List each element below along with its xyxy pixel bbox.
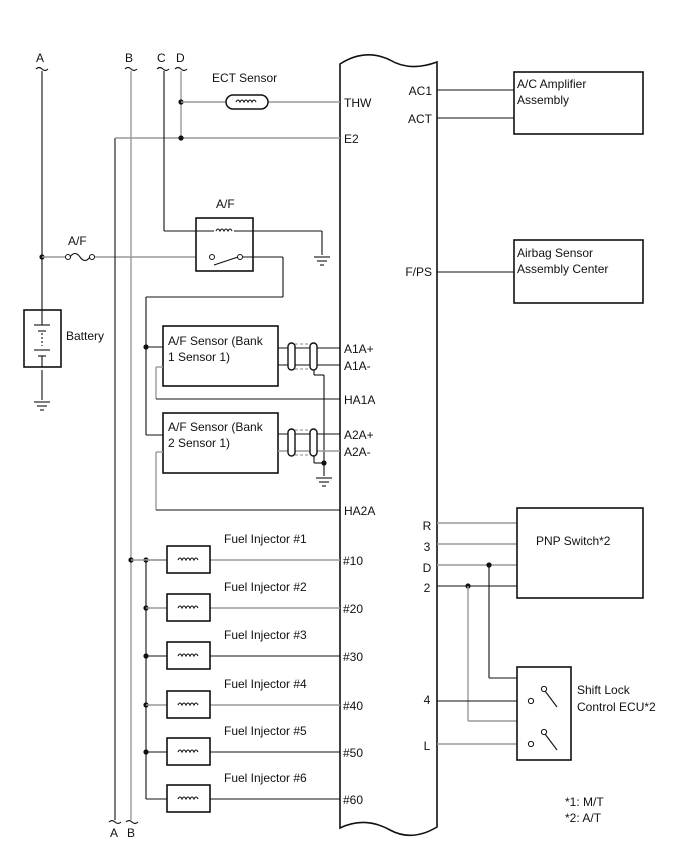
shield-bank2-icon xyxy=(287,428,318,457)
terminal-e2: E2 xyxy=(344,132,359,146)
ground-relay-icon xyxy=(314,256,330,266)
terminal-thw: THW xyxy=(344,96,372,110)
terminal-injector: #30 xyxy=(343,650,363,664)
bus-label-a-bottom: A xyxy=(110,826,118,840)
bus-label-b-top: B xyxy=(125,51,133,65)
terminal-d: D xyxy=(423,561,432,575)
ac-amplifier-box xyxy=(513,71,644,135)
injector-box xyxy=(166,784,211,813)
injector-box xyxy=(166,593,211,622)
injector-coil-icon xyxy=(177,653,199,658)
ecu-body xyxy=(339,54,438,837)
shield-bank1-icon xyxy=(287,342,318,371)
ground-battery-icon xyxy=(34,401,50,411)
af-sensor-bank1-box xyxy=(162,325,279,387)
af-sensor-bank1-label-2: 1 Sensor 1) xyxy=(168,350,230,364)
note-1: *1: M/T xyxy=(565,795,604,809)
ac-amplifier-label-1: A/C Amplifier xyxy=(517,77,586,91)
af-sensor-bank2-box xyxy=(162,412,279,474)
pnp-switch-label: PNP Switch*2 xyxy=(536,534,611,548)
terminal-a1a-minus: A1A- xyxy=(344,359,371,373)
shift-lock-switch-1-icon xyxy=(527,685,558,708)
injector-coil-icon xyxy=(177,605,199,610)
terminal-act: ACT xyxy=(408,112,433,126)
injector-row: Fuel Injector #1 #10 xyxy=(146,532,363,574)
injector-row: Fuel Injector #6 #60 xyxy=(146,771,363,813)
break-marks-bottom xyxy=(108,819,139,825)
terminal-a1a-plus: A1A+ xyxy=(344,342,374,356)
af-relay-box xyxy=(195,217,254,272)
bus-label-a-top: A xyxy=(36,51,44,65)
injector-row: Fuel Injector #2 #20 xyxy=(143,580,363,622)
airbag-sensor-box xyxy=(513,239,644,304)
ground-shield-icon xyxy=(316,477,332,487)
injector-box xyxy=(166,737,211,766)
injector-coil-icon xyxy=(177,796,199,801)
injector-row: Fuel Injector #3 #30 xyxy=(143,628,363,670)
battery-label: Battery xyxy=(66,329,104,343)
terminal-2: 2 xyxy=(424,581,431,595)
thermistor-coil-icon xyxy=(235,99,257,104)
injector-label: Fuel Injector #3 xyxy=(224,628,307,642)
af-sensor-bank2-label-2: 2 Sensor 1) xyxy=(168,436,230,450)
terminal-injector: #50 xyxy=(343,746,363,760)
af-relay-label: A/F xyxy=(216,197,235,211)
ect-sensor-label: ECT Sensor xyxy=(212,71,277,85)
bus-label-b-bottom: B xyxy=(127,826,135,840)
airbag-sensor-label-1: Airbag Sensor xyxy=(517,246,593,260)
injector-label: Fuel Injector #2 xyxy=(224,580,307,594)
relay-coil-icon xyxy=(215,228,233,233)
injector-coil-icon xyxy=(177,557,199,562)
injector-coil-icon xyxy=(177,702,199,707)
terminal-injector: #10 xyxy=(343,554,363,568)
terminal-ha2a: HA2A xyxy=(344,504,375,518)
terminal-4: 4 xyxy=(424,693,431,707)
break-marks-top xyxy=(35,66,188,72)
shift-lock-switch-2-icon xyxy=(527,728,558,751)
terminal-l: L xyxy=(424,739,431,753)
terminal-3: 3 xyxy=(424,540,431,554)
af-sensor-bank2-label-1: A/F Sensor (Bank xyxy=(168,420,264,434)
injector-box xyxy=(166,690,211,719)
terminal-fps: F/PS xyxy=(405,265,432,279)
fuse-icon xyxy=(65,252,95,262)
injector-label: Fuel Injector #1 xyxy=(224,532,307,546)
terminal-injector: #60 xyxy=(343,793,363,807)
airbag-sensor-label-2: Assembly Center xyxy=(517,262,608,276)
ac-amplifier-label-2: Assembly xyxy=(517,93,569,107)
fuse-label: A/F xyxy=(68,234,87,248)
injector-label: Fuel Injector #5 xyxy=(224,724,307,738)
injector-box xyxy=(166,545,211,574)
terminal-ha1a: HA1A xyxy=(344,393,375,407)
terminal-a2a-plus: A2A+ xyxy=(344,428,374,442)
injector-label: Fuel Injector #4 xyxy=(224,677,307,691)
injector-coil-icon xyxy=(177,749,199,754)
injector-row: Fuel Injector #4 #40 xyxy=(143,677,363,719)
ect-sensor-icon xyxy=(225,94,269,110)
af-sensor-bank1-label-1: A/F Sensor (Bank xyxy=(168,334,264,348)
bus-label-c-top: C xyxy=(157,51,166,65)
terminal-r: R xyxy=(423,519,432,533)
terminal-a2a-minus: A2A- xyxy=(344,445,371,459)
injector-label: Fuel Injector #6 xyxy=(224,771,307,785)
terminal-ac1: AC1 xyxy=(409,84,433,98)
bus-label-d-top: D xyxy=(176,51,185,65)
note-2: *2: A/T xyxy=(565,811,602,825)
pnp-switch-box xyxy=(516,507,644,599)
terminal-injector: #40 xyxy=(343,699,363,713)
shift-lock-ecu-box xyxy=(516,666,572,761)
shift-lock-label-1: Shift Lock xyxy=(577,683,631,697)
injector-row: Fuel Injector #5 #50 xyxy=(143,724,363,766)
terminal-injector: #20 xyxy=(343,602,363,616)
battery-icon xyxy=(34,310,50,367)
injector-box xyxy=(166,641,211,670)
shift-lock-label-2: Control ECU*2 xyxy=(577,700,656,714)
